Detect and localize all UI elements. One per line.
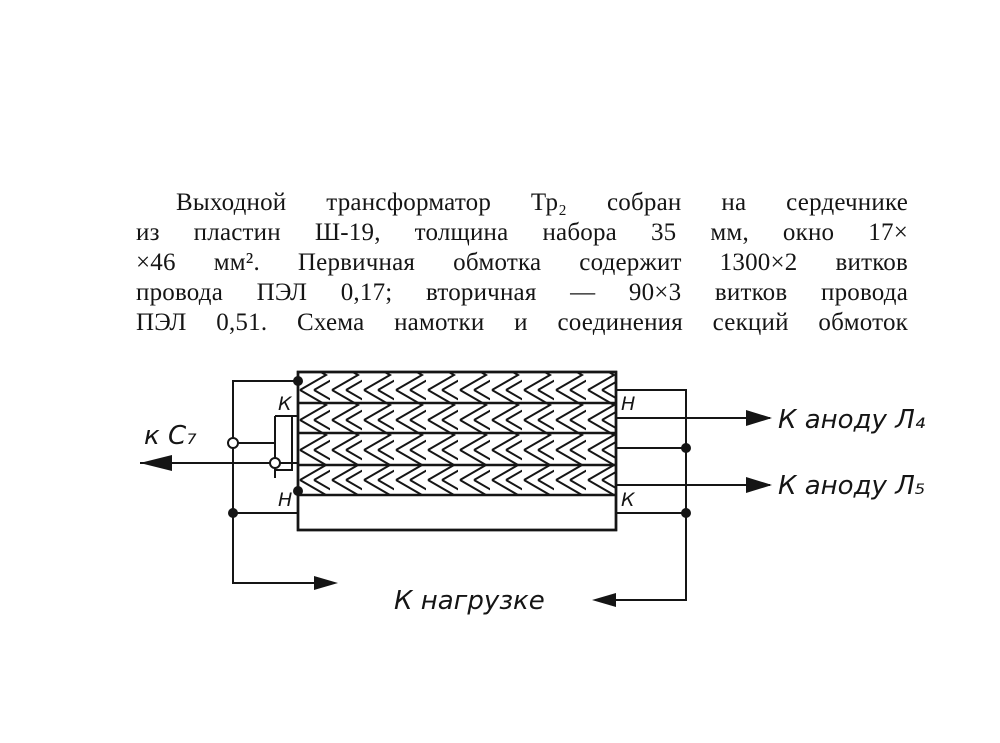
paragraph-line: ПЭЛ 0,51. Схема намотки и соединения сек… <box>136 309 908 336</box>
junction-dot <box>227 437 239 449</box>
arrow-left-icon <box>592 593 616 607</box>
winding-section <box>299 466 615 494</box>
arrow-right-icon <box>746 410 772 426</box>
winding-section <box>299 404 615 432</box>
paragraph-line: из пластин Ш-19, толщина набора 35 мм, о… <box>136 219 908 246</box>
junction-dot <box>269 457 281 469</box>
junction-dot <box>293 376 303 386</box>
winding-coil <box>296 370 618 532</box>
junction-dot <box>293 486 303 496</box>
paragraph: Выходной трансформатор Тр₂ собран на сер… <box>136 188 908 338</box>
arrow-right-icon <box>746 477 772 493</box>
arrow-left-icon <box>140 455 172 471</box>
junction-dot <box>228 508 238 518</box>
winding-mark-right-bottom: К <box>621 489 636 511</box>
label-to-load: К нагрузке <box>394 586 545 616</box>
winding-section <box>299 434 615 464</box>
paragraph-line: Выходной трансформатор Тр₂ собран на сер… <box>176 189 908 216</box>
winding-section <box>299 372 615 402</box>
label-to-c7: к С₇ <box>144 421 197 451</box>
left-wiring <box>140 380 329 584</box>
paragraph-line: провода ПЭЛ 0,17; вторичная — 90×3 витко… <box>136 279 908 306</box>
junction-dot <box>681 443 691 453</box>
arrow-right-icon <box>314 576 338 590</box>
label-to-anode-l4: К аноду Л₄ <box>778 405 926 435</box>
paragraph-line: ×46 мм². Первичная обмотка содержит 1300… <box>136 249 908 276</box>
right-wiring <box>600 389 770 601</box>
winding-mark-left-bottom: Н <box>278 489 292 511</box>
junction-dot <box>681 508 691 518</box>
winding-mark-right-top: Н <box>621 393 635 415</box>
winding-mark-left-top: К <box>278 393 293 415</box>
label-to-anode-l5: К аноду Л₅ <box>778 471 925 501</box>
